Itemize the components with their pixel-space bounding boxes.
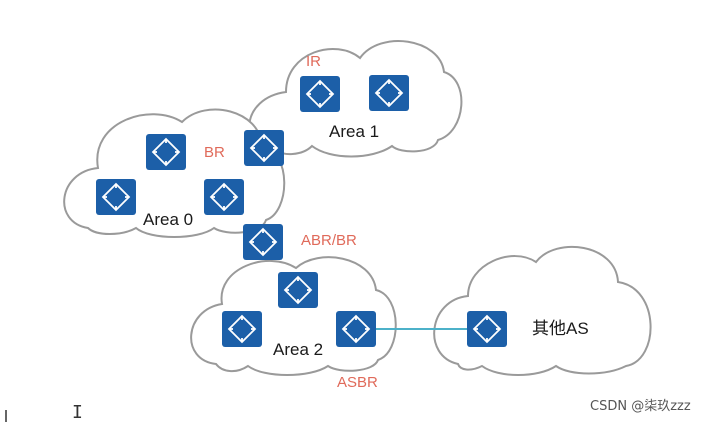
router-area2-left[interactable]: [221, 310, 263, 348]
csdn-watermark: CSDN @柒玖zzz: [590, 398, 691, 414]
area-0-label: Area 0: [143, 210, 193, 229]
router-ir-1[interactable]: [299, 75, 341, 113]
router-br[interactable]: [145, 133, 187, 171]
router-area2-top[interactable]: [277, 271, 319, 309]
text-cursor-icon: I: [72, 402, 83, 423]
router-abr-br[interactable]: [242, 223, 284, 261]
router-area0-right[interactable]: [203, 178, 245, 216]
router-area0-left[interactable]: [95, 178, 137, 216]
cloud-area-1: [248, 40, 463, 158]
area-1-label: Area 1: [329, 122, 379, 141]
router-area1-2[interactable]: [368, 74, 410, 112]
asbr-role-label: ASBR: [337, 374, 378, 391]
other-as-label: 其他AS: [532, 319, 589, 338]
router-other-as[interactable]: [466, 310, 508, 348]
br-role-label: BR: [204, 144, 225, 161]
area-2-label: Area 2: [273, 340, 323, 359]
router-br-area0-area1[interactable]: [243, 129, 285, 167]
ir-role-label: IR: [306, 53, 321, 70]
cloud-other-as: [433, 245, 652, 376]
router-asbr[interactable]: [335, 310, 377, 348]
abr-br-role-label: ABR/BR: [301, 232, 357, 249]
